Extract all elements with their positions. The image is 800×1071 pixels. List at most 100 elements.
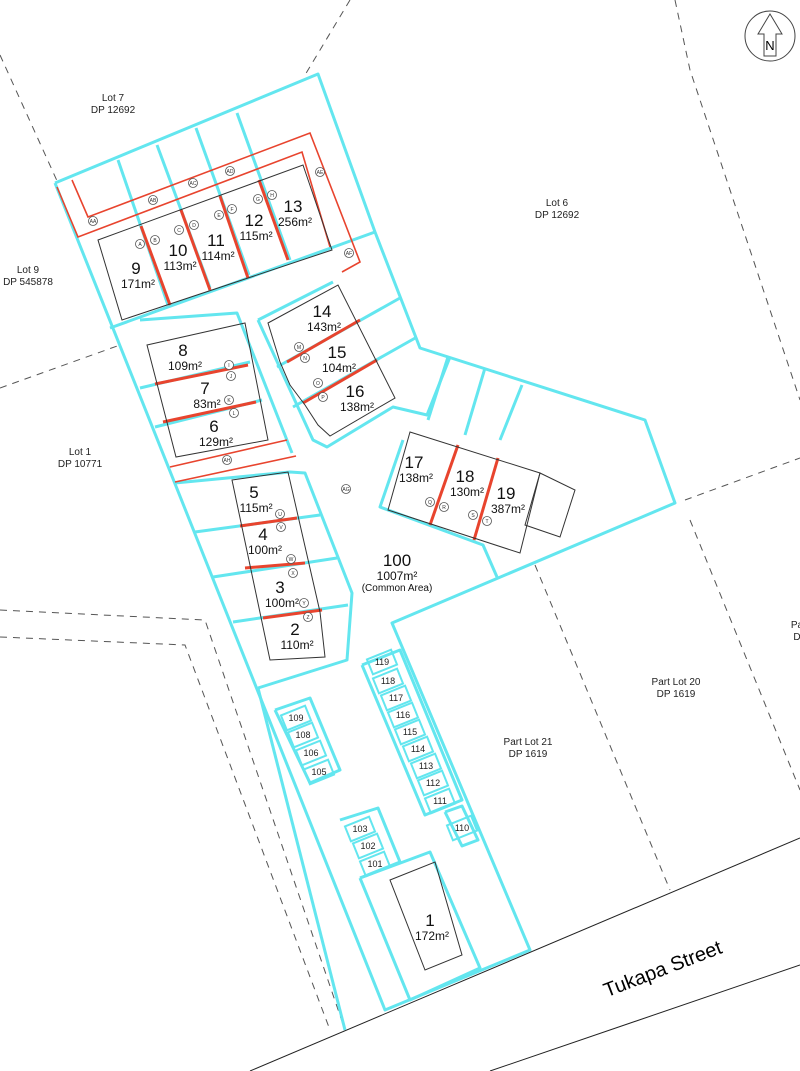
easement-marker-label: AA [90,219,97,225]
parking-space: 119 [365,648,399,676]
neighbour-dp-number: DP 12692 [535,210,580,221]
easement-marker-label: AC [190,181,197,187]
neighbour-lot-name: Part Lot 20 [652,677,701,688]
lot-number: 7 [200,379,209,398]
easement-marker-label: K [227,398,231,404]
north-arrow-icon: N [744,10,796,62]
parking-space-number: 114 [411,744,425,754]
lot-boundaries [53,72,677,1031]
lot-area: 138m² [340,400,374,414]
neighbour-lot-name: Lot 1 [69,447,92,458]
neighbour-lot-name: Pa [791,620,800,631]
easement-lines [56,131,500,620]
easement-marker: AD [225,166,235,176]
easement-marker: L [229,408,239,418]
parking-space: 116 [386,701,420,729]
lot-number: 6 [209,417,218,436]
easement-marker: B [150,235,160,245]
lot-number: 1 [425,911,434,930]
easement-marker-label: AB [150,198,157,204]
easement-marker: Z [303,612,313,622]
building-footprints [97,164,576,971]
easement-marker-label: AD [227,169,234,175]
easement-marker: P [318,392,328,402]
parking-space-number: 105 [311,767,326,777]
lot-area: 171m² [121,277,155,291]
easement-marker-label: AE [317,170,324,176]
lot-number: 8 [178,341,187,360]
parking-space: 111 [423,787,457,815]
easement-marker-label: R [442,505,446,511]
lot-area: 172m² [415,929,449,943]
easement-marker-label: N [303,356,307,362]
easement-marker-label: L [233,411,236,417]
neighbour-boundaries [0,0,800,1031]
easement-marker-label: E [217,213,221,219]
parking-space: 117 [379,684,413,712]
easement-marker-label: AG [342,487,349,493]
easement-marker: X [288,568,298,578]
easement-marker: G [253,194,263,204]
neighbour-dp-number: DP 1619 [657,689,696,700]
parking-space-number: 117 [389,693,403,703]
easement-marker: AA [88,216,98,226]
easement-marker-label: H [270,193,274,199]
easement-marker-label: V [279,525,283,531]
parking-space-number: 103 [352,824,367,834]
common-area-size: 1007m² [377,569,418,583]
parking-space-number: 115 [403,727,417,737]
lot-area: 387m² [491,502,525,516]
parking-space: 114 [401,735,435,763]
lot-area: 83m² [193,397,220,411]
easement-marker: Q [425,497,435,507]
parking-space: 103 [343,815,377,843]
lot-number: 5 [249,483,258,502]
parking-space: 112 [416,769,450,797]
parking-spaces: 1191181171161151141131121111101091081061… [279,648,479,878]
easement-marker-label: F [230,207,233,213]
easement-marker: V [276,522,286,532]
parking-space-number: 118 [381,676,395,686]
parking-space: 106 [294,739,328,767]
lot-number: 13 [284,197,303,216]
lot-number: 10 [169,241,188,260]
easement-marker: T [482,516,492,526]
parking-space-number: 102 [360,841,375,851]
lot-labels: 9171m²10113m²11114m²12115m²13256m²14143m… [121,197,525,943]
parking-space: 113 [409,752,443,780]
easement-marker-label: A [138,242,142,248]
easement-marker-label: P [321,395,325,401]
easement-marker: W [286,554,296,564]
lot-area: 115m² [239,501,272,515]
easement-marker: AH [222,455,232,465]
easement-marker: R [439,502,449,512]
neighbour-dp-number: D [793,632,800,643]
easement-marker: J [226,371,236,381]
parking-space-number: 111 [433,796,447,806]
easement-marker: AG [341,484,351,494]
neighbour-lot-name: Lot 6 [546,198,569,209]
parking-space: 118 [371,667,405,695]
lot-area: 109m² [168,359,202,373]
lot-area: 113m² [163,259,196,273]
common-area-label: 100 1007m² (Common Area) [362,551,433,594]
easement-marker: N [300,353,310,363]
easement-marker: S [468,510,478,520]
lot-number: 18 [456,467,475,486]
parking-space-number: 109 [288,713,303,723]
neighbour-dp-number: DP 1619 [509,749,548,760]
lot-number: 17 [405,453,424,472]
lot-area: 100m² [248,543,282,557]
easement-marker: U [275,509,285,519]
easement-marker-label: M [297,345,301,351]
easement-marker-label: S [471,513,475,519]
parking-space: 102 [351,832,385,860]
easement-marker-label: X [291,571,295,577]
neighbour-dp-number: DP 545878 [3,277,53,288]
lot-number: 16 [346,382,365,401]
parking-space: 101 [358,850,392,878]
easement-marker: AE [315,167,325,177]
street-lines [249,837,800,1071]
